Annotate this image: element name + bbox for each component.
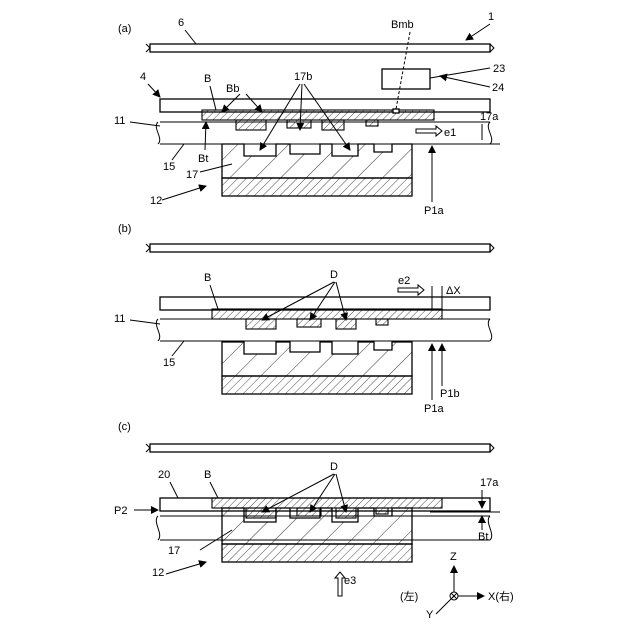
label-1: 1 [488, 11, 494, 23]
bump-d-1-c [246, 508, 276, 518]
mark-bmb [393, 109, 399, 113]
substrate-b-c [212, 498, 442, 508]
label-6: 6 [178, 17, 184, 29]
label-p1b: P1b [440, 388, 460, 400]
substrate-b-b [212, 309, 442, 319]
panel-a: (a) 6 1 Bmb 4 B Bb 17 [114, 11, 505, 217]
leader-15 [172, 144, 184, 160]
label-24: 24 [492, 82, 504, 94]
label-b-b: B [204, 272, 211, 284]
label-b-c: B [204, 469, 211, 481]
label-17a: 17a [480, 111, 499, 123]
label-17-c: 17 [168, 545, 180, 557]
axis-y-label: Y [426, 609, 434, 621]
label-23: 23 [493, 63, 505, 75]
label-12: 12 [150, 195, 162, 207]
stage-11-break-right-c [488, 516, 491, 540]
axis-left-label: (左) [400, 590, 418, 603]
leader-12-c [166, 562, 206, 574]
bump-d-2-b [297, 319, 321, 327]
panel-c: (c) 20 B D 17a P2 Bt 17 12 e3 [114, 421, 500, 596]
label-p1a: P1a [424, 205, 444, 217]
holder-4-b [160, 297, 490, 310]
leader-23 [430, 68, 490, 78]
label-12-c: 12 [152, 567, 164, 579]
bump-d-2-c [297, 508, 321, 516]
label-p1a-b: P1a [424, 403, 444, 415]
panel-c-tag: (c) [118, 421, 131, 433]
label-15-b: 15 [163, 357, 175, 369]
stage-11-break-right [488, 122, 491, 144]
label-delta-x: ΔX [446, 285, 461, 297]
label-15: 15 [163, 161, 175, 173]
bump-d-3-b [336, 319, 356, 329]
leader-b-c [210, 482, 218, 498]
label-20: 20 [158, 469, 170, 481]
label-bmb: Bmb [391, 19, 414, 31]
leader-11 [130, 122, 160, 126]
head-base-a [222, 178, 412, 196]
bump-d-3-c [336, 508, 356, 518]
label-d-c: D [330, 461, 338, 473]
camera-23 [382, 69, 430, 89]
leader-1 [466, 24, 490, 40]
bump-bb-4 [366, 120, 378, 126]
panel-b-tag: (b) [118, 223, 131, 235]
label-p2: P2 [114, 505, 127, 517]
label-bb: Bb [226, 83, 239, 95]
upper-plate-6-c [150, 444, 490, 452]
label-e2: e2 [398, 275, 410, 287]
upper-plate-6-b [150, 244, 490, 252]
leader-bt [205, 122, 206, 150]
label-11-b: 11 [114, 313, 125, 325]
bump-bb-2 [287, 120, 311, 128]
axis-x-label: X(右) [488, 589, 514, 603]
leader-15-b [172, 341, 184, 356]
bump-d-4-b [376, 319, 388, 325]
label-bt: Bt [198, 153, 208, 165]
label-e1: e1 [444, 127, 456, 139]
leader-11-b [130, 320, 160, 324]
upper-plate-6 [150, 44, 490, 52]
head-body-b [222, 342, 412, 376]
panel-a-tag: (a) [118, 23, 131, 35]
panel-b: (b) B D e2 ΔX 11 15 P1b P1a [114, 223, 494, 415]
head-base-b [222, 376, 412, 394]
head-17-b [222, 342, 412, 394]
bump-d-1-b [246, 319, 276, 329]
leader-6 [185, 30, 196, 44]
stage-11-break-left-b [156, 319, 159, 341]
label-bt-c: Bt [478, 531, 488, 543]
label-17: 17 [186, 169, 198, 181]
head-body-a [222, 144, 412, 178]
leader-20 [170, 482, 178, 498]
leader-12 [162, 186, 206, 200]
head-17-a [222, 144, 412, 196]
y-axis-leader [436, 596, 454, 614]
label-17a-c: 17a [480, 477, 499, 489]
head-base-c [222, 544, 412, 562]
stage-11-break-left-c [156, 516, 159, 540]
label-d-b: D [330, 269, 338, 281]
leader-24 [440, 76, 490, 87]
label-17b: 17b [294, 71, 312, 83]
label-e3: e3 [344, 575, 356, 587]
stage-11-break-right-b [488, 319, 491, 341]
axis-indicator: Z X(右) (左) Y [400, 551, 514, 621]
axis-z-label: Z [450, 551, 457, 563]
leader-4 [148, 84, 160, 97]
label-11: 11 [114, 115, 125, 127]
bump-d-4-c [376, 508, 388, 514]
label-4: 4 [140, 71, 146, 83]
arrow-e1 [416, 126, 442, 136]
label-b: B [204, 73, 211, 85]
